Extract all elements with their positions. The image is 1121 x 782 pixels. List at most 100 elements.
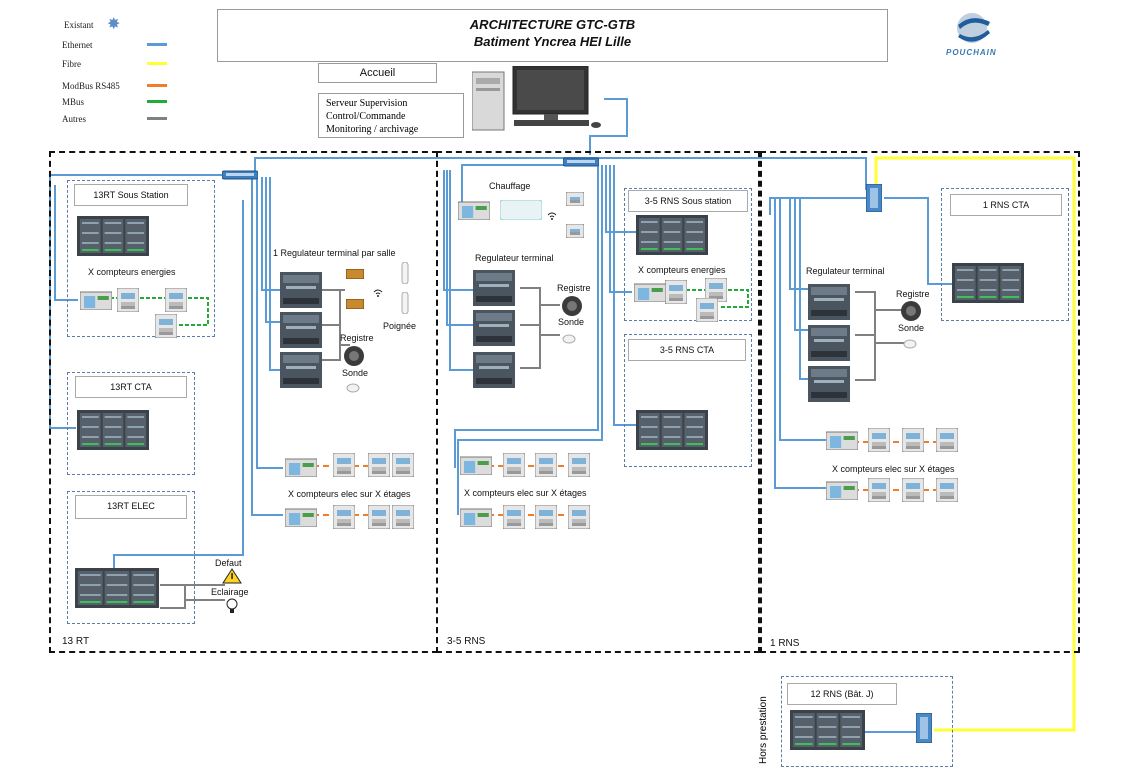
title-line1: ARCHITECTURE GTC-GTB	[469, 17, 636, 32]
regulator-icon	[808, 282, 850, 320]
gateway-icon	[825, 428, 859, 451]
energy-meter-icon	[332, 504, 356, 530]
lightbulb-icon	[224, 597, 240, 615]
plc-rack-icon	[77, 216, 149, 256]
damper-icon	[343, 345, 365, 367]
box-13rt-elec	[67, 491, 195, 624]
zone-13rt-label: 13 RT	[62, 636, 90, 647]
legend-autres: Autres	[62, 114, 86, 124]
logo-mark	[957, 13, 990, 43]
energy-meter-icon	[867, 477, 891, 503]
regulator-icon	[473, 308, 515, 346]
box-3-5rns-cta	[624, 334, 752, 467]
energy-meter-icon	[867, 427, 891, 453]
sensor-icon	[903, 336, 917, 349]
gateway-icon	[633, 280, 667, 303]
regulator-icon	[808, 323, 850, 361]
regulator-icon	[280, 350, 322, 388]
plc-rack-icon	[636, 215, 708, 255]
thermostat-icon	[565, 191, 585, 210]
server-line2: Control/Commande	[326, 111, 406, 122]
legend-ethernet: Ethernet	[62, 40, 93, 50]
zone-3-5rns-label: 3-5 RNS	[447, 636, 486, 647]
energy-meter-icon	[567, 452, 591, 478]
network-switch-icon	[221, 168, 259, 180]
legend-existant: Existant	[64, 20, 94, 30]
label-sonde-35: Sonde	[558, 317, 585, 327]
gateway-icon	[284, 505, 318, 528]
legend-mbus: MBus	[62, 97, 85, 107]
label-sonde-rt: Sonde	[342, 368, 369, 378]
server-line1: Serveur Supervision	[326, 98, 408, 109]
thermostat-icon	[565, 223, 585, 242]
label-defaut: Defaut	[215, 558, 242, 568]
box-12rns	[781, 676, 953, 767]
window-handle-icon	[400, 261, 410, 285]
label-compteurs-elec-1: X compteurs elec sur X étages	[832, 464, 955, 474]
logo-text: POUCHAIN	[946, 48, 997, 57]
legend-mbus-line	[147, 100, 167, 103]
energy-meter-icon	[664, 279, 688, 305]
warning-icon	[222, 568, 242, 584]
sensor-icon	[346, 380, 360, 393]
network-switch-icon	[915, 712, 933, 744]
accueil-button[interactable]: Accueil	[318, 63, 437, 83]
label-compteurs-elec-rt: X compteurs elec sur X étages	[288, 489, 411, 499]
label-chauffage: Chauffage	[489, 181, 531, 191]
energy-meter-icon	[391, 452, 415, 478]
zone-1rns-label: 1 RNS	[770, 638, 800, 649]
plc-rack-icon	[952, 263, 1024, 303]
title-box: ARCHITECTURE GTC-GTB Batiment Yncrea HEI…	[217, 9, 888, 62]
gateway-icon	[459, 453, 493, 476]
gateway-icon	[457, 198, 491, 221]
regulator-icon	[473, 350, 515, 388]
regulator-icon	[808, 364, 850, 402]
label-3-5rns-cta: 3-5 RNS CTA	[628, 339, 746, 361]
legend-fibre-line	[147, 62, 167, 65]
legend-fibre: Fibre	[62, 59, 81, 69]
box-13rt-sous-station	[67, 180, 215, 337]
label-1rns-cta: 1 RNS CTA	[950, 194, 1062, 216]
label-compteurs-energies-35: X compteurs energies	[638, 265, 726, 275]
energy-meter-icon	[901, 427, 925, 453]
zone-3-5rns	[436, 151, 760, 653]
window-contact-icon	[345, 296, 365, 310]
energy-meter-icon	[502, 452, 526, 478]
box-1rns-cta	[941, 188, 1069, 321]
legend-ethernet-line	[147, 43, 167, 46]
energy-meter-icon	[367, 504, 391, 530]
window-contact-icon	[345, 266, 365, 280]
label-13rt-sous-station: 13RT Sous Station	[74, 184, 188, 206]
energy-meter-icon	[695, 297, 719, 323]
energy-meter-icon	[164, 287, 188, 313]
energy-meter-icon	[935, 477, 959, 503]
label-registre-rt: Registre	[340, 333, 374, 343]
heating-controller-icon	[499, 199, 543, 221]
hors-prestation-label: Hors prestation	[758, 696, 769, 764]
legend-modbus: ModBus RS485	[62, 81, 120, 91]
legend-modbus-line	[147, 84, 167, 87]
energy-meter-icon	[332, 452, 356, 478]
star-icon: ✸	[107, 16, 121, 33]
label-13rt-cta: 13RT CTA	[75, 376, 187, 398]
label-sonde-1: Sonde	[898, 323, 925, 333]
energy-meter-icon	[534, 452, 558, 478]
network-switch-icon	[865, 183, 883, 213]
damper-icon	[900, 300, 922, 322]
damper-icon	[561, 295, 583, 317]
plc-rack-icon	[636, 410, 708, 450]
energy-meter-icon	[935, 427, 959, 453]
label-compteurs-elec-35: X compteurs elec sur X étages	[464, 488, 587, 498]
energy-meter-icon	[534, 504, 558, 530]
label-12rns: 12 RNS (Bât. J)	[787, 683, 897, 705]
legend-autres-line	[147, 117, 167, 120]
server-line3: Monitoring / archivage	[326, 124, 419, 135]
window-handle-icon	[400, 291, 410, 315]
sensor-icon	[562, 331, 576, 344]
energy-meter-icon	[502, 504, 526, 530]
box-13rt-cta	[67, 372, 195, 475]
label-regulateur-1: Regulateur terminal	[806, 266, 885, 276]
title-line2: Batiment Yncrea HEI Lille	[473, 34, 632, 49]
gateway-icon	[79, 288, 113, 311]
